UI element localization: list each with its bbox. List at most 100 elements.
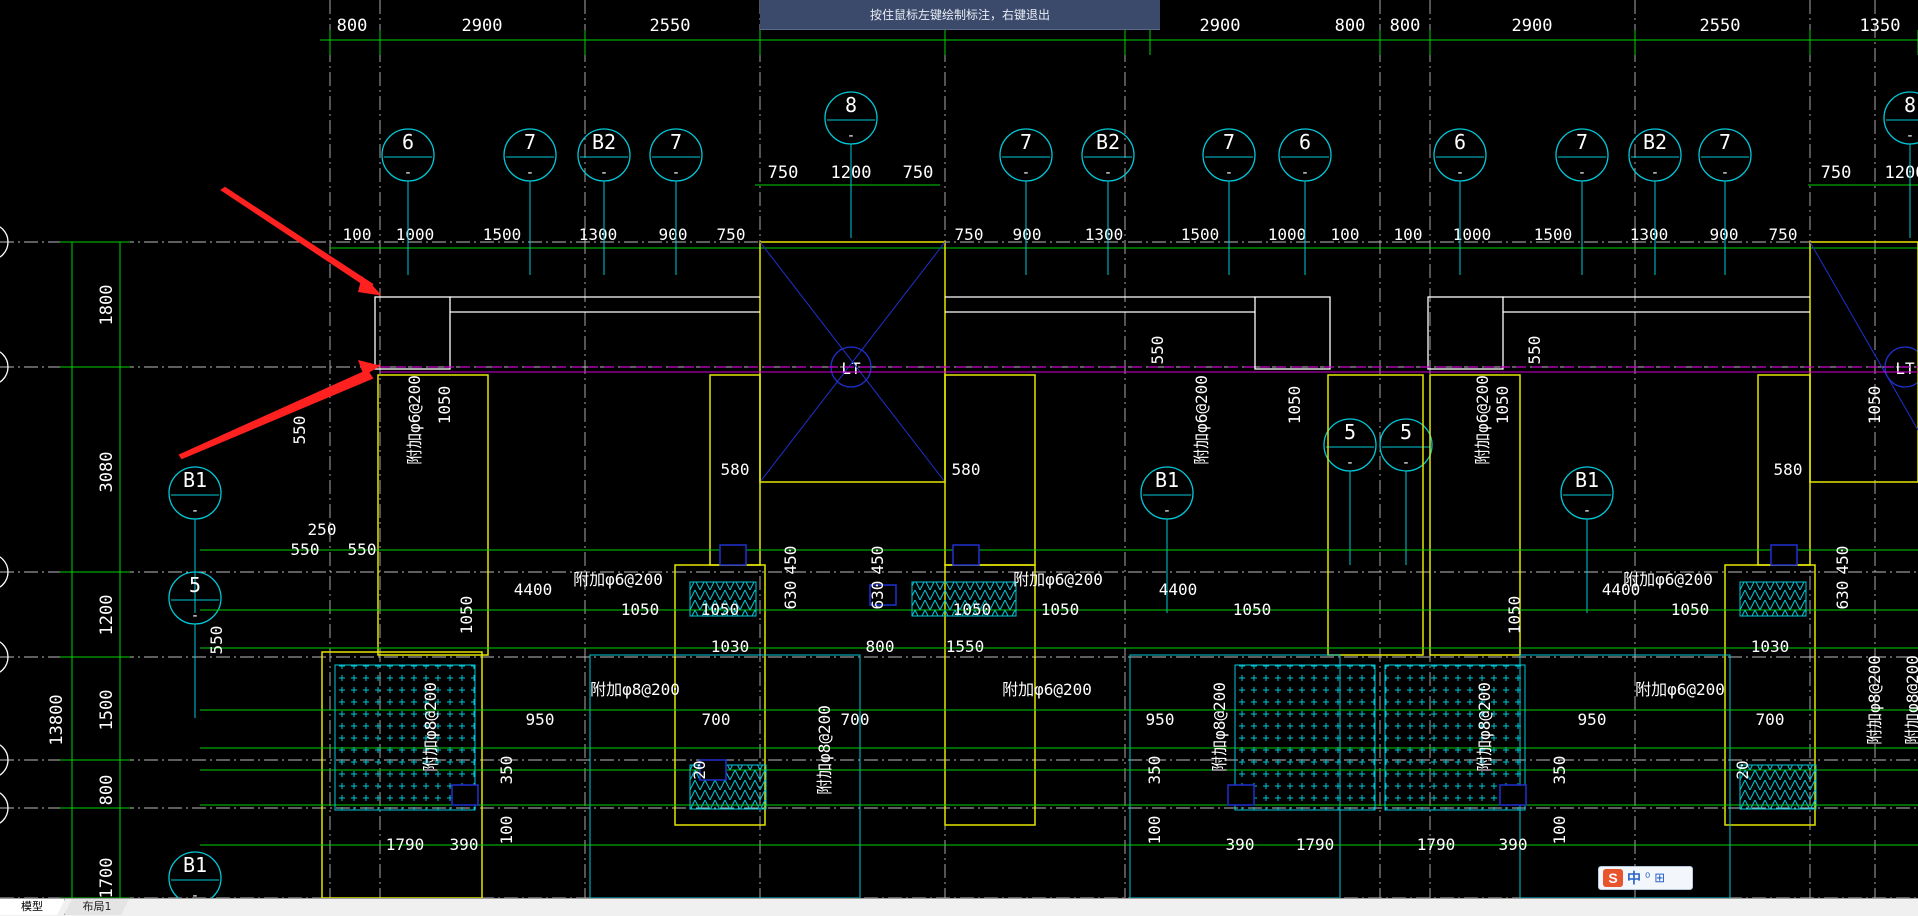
dim-text: 1050 [1233,600,1272,619]
red-arrow-1 [220,186,381,296]
slab-outline [589,654,861,898]
reinforcement-label: 附加φ8@200 [1865,655,1884,745]
dim-text: 950 [1146,710,1175,729]
dim-text: 100 [1394,225,1423,244]
dim-text: 750 [903,163,934,183]
tag-label: 6 [402,130,414,154]
top-dim-text: 800 [337,16,368,36]
dim-text: 580 [952,460,981,479]
dim-text: 750 [955,225,984,244]
column-box [1254,296,1331,370]
dim-text: 4400 [1159,580,1198,599]
reinforcement-label: 附加φ6@200 [573,570,663,589]
dim-text: 4400 [1602,580,1641,599]
dim-text: 1050 [1493,386,1512,425]
blue-pad [869,584,897,606]
dim-text: 900 [1710,225,1739,244]
shaft-cross [1809,241,1918,431]
lt-label: LT [841,359,861,378]
column-box [1427,296,1504,370]
left-dim-text: 1700 [97,858,117,898]
room-outline [1327,374,1424,656]
tag-dash: - [1402,455,1410,471]
tag-label: 6 [1299,130,1311,154]
dim-text: 1300 [1085,225,1124,244]
top-dim-text: 2550 [650,16,691,36]
tag-dash: - [1163,503,1171,519]
shaft-cross [759,241,946,483]
ime-mode-label[interactable]: 中 [1627,871,1641,887]
room-outline [944,564,1036,826]
tab-layout-1[interactable]: 布局1 [64,899,129,915]
dim-text: 750 [768,163,799,183]
ime-tools-icon[interactable]: ⊞ [1654,870,1666,885]
top-dim-text: 2900 [462,16,503,36]
tag-dash: - [404,165,412,181]
dim-text: 100 [343,225,372,244]
dim-text: 1030 [1751,637,1790,656]
dim-text: 900 [1013,225,1042,244]
tag-label: B2 [1096,130,1120,154]
blue-pad [1770,544,1798,566]
reinforcement-label: 附加φ6@200 [1473,375,1492,465]
sogou-logo-icon[interactable]: S [1603,869,1623,887]
dim-text: 550 [1525,336,1544,365]
tag-label: 8 [845,93,857,117]
left-dim-text: 1500 [97,690,117,731]
reinforcement-label: 附加φ8@200 [1210,682,1229,772]
layout-tab-bar: 模型 布局1 [0,898,1918,916]
reinforcement-label: 附加φ6@200 [405,375,424,465]
dim-text: 550 [207,626,226,655]
command-tooltip: 按住鼠标左键绘制标注，右键退出 [760,0,1160,30]
dim-text: 550 [291,540,320,559]
dim-text: 1050 [1041,600,1080,619]
ime-punct-icon[interactable]: ⁰ [1645,870,1651,885]
blue-pad [1227,784,1255,806]
left-dim-text: 1200 [97,595,117,636]
dim-text: 1050 [953,600,992,619]
tag-label: 7 [1020,130,1032,154]
dim-text: 1550 [946,637,985,656]
axis-bubble [0,792,9,824]
shaft-box [759,241,946,483]
dim-text: 800 [866,637,895,656]
reinforcement-label: 附加φ8@200 [590,680,680,699]
dim-text: 950 [1578,710,1607,729]
hatch-area [689,581,757,617]
hatch-area [1739,764,1817,810]
red-arrow-head-2 [358,360,378,376]
red-arrow-2 [178,364,381,460]
dim-text: 1790 [1296,835,1335,854]
dim-text: 1050 [621,600,660,619]
tag-dash: - [672,165,680,181]
dim-text: 350 [1145,756,1164,785]
dim-text: 700 [841,710,870,729]
reinforcement-label: 附加φ6@200 [1192,375,1211,465]
tab-model[interactable]: 模型 [0,899,65,915]
top-dim-text: 2900 [1200,16,1241,36]
dim-text: 20 [1733,760,1752,779]
hatch-area [1739,581,1807,617]
dim-text: 1050 [1671,600,1710,619]
reinforcement-label: 附加φ8@200 [421,682,440,772]
dim-text: 950 [526,710,555,729]
top-dim-text: 2550 [1700,16,1741,36]
reinforcement-label: 附加φ6@200 [1013,570,1103,589]
dim-text: 1050 [701,600,740,619]
tag-dash: - [1022,165,1030,181]
tag-dash: - [1906,128,1914,144]
tag-dash: - [191,503,199,519]
top-dim-text: 800 [1390,16,1421,36]
dim-text: 580 [721,460,750,479]
dim-text: 1200 [1885,163,1918,183]
top-dim-text: 2900 [1512,16,1553,36]
ime-toolbar[interactable]: S 中 ⁰ ⊞ [1598,866,1693,890]
left-dim-text: 800 [97,775,117,806]
hatch-area [911,581,1017,617]
dim-text: 390 [450,835,479,854]
tag-dash: - [1578,165,1586,181]
axis-bubble [0,641,9,673]
top-dim-text: 800 [1335,16,1366,36]
